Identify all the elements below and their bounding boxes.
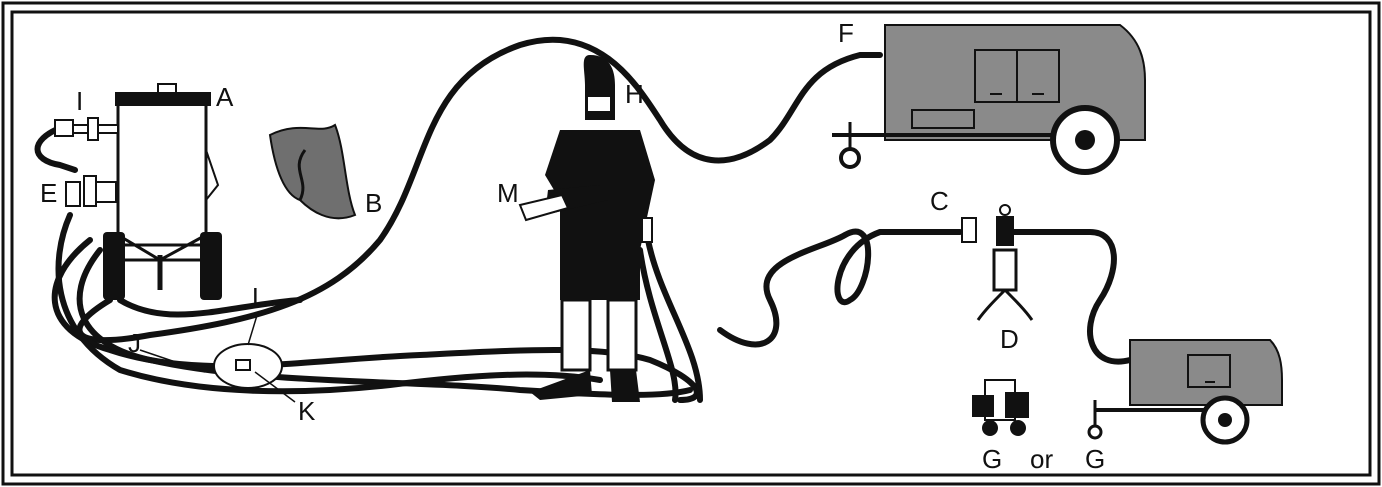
label-l: L <box>252 282 266 312</box>
coupling-assembly <box>213 343 283 389</box>
operator-leg-right <box>606 298 638 372</box>
compressor-small-jack-wheel <box>1087 424 1103 440</box>
blast-pot <box>103 83 222 300</box>
operator-figure <box>518 55 655 402</box>
filter-legs <box>976 288 1034 321</box>
breathing-valve <box>641 217 653 243</box>
operator-hose-2 <box>637 247 679 403</box>
label-f: F <box>838 18 854 48</box>
pot-wheel-right <box>200 232 222 300</box>
pot-body <box>116 98 208 247</box>
compressor-large-panel <box>911 109 975 129</box>
hood-window <box>588 97 610 111</box>
compressor-small-hub <box>1218 413 1232 427</box>
pot-lid <box>115 92 211 106</box>
compressor-large-jack-wheel <box>839 147 861 169</box>
pot-fill-cap <box>157 83 177 94</box>
label-m: M <box>497 178 519 208</box>
air-filter-stand <box>961 204 1034 321</box>
label-g-portable: G <box>982 444 1002 474</box>
separator-gauge <box>95 181 117 203</box>
control-line-loop <box>55 212 603 395</box>
gloves-shape <box>268 123 357 220</box>
label-d: D <box>1000 324 1019 354</box>
inner-frame <box>10 10 1372 477</box>
valve-body <box>54 119 74 137</box>
filter-head <box>996 216 1014 246</box>
operator-boot-left <box>530 370 592 400</box>
leader-l <box>247 311 259 346</box>
portable-wheel-left <box>982 420 998 436</box>
operator-leg-left <box>560 298 592 372</box>
separator-filter <box>83 175 97 207</box>
compressor-small-door <box>1187 354 1231 388</box>
blast-hose-loop-2 <box>76 247 693 398</box>
pot-outlet-hose <box>117 297 303 318</box>
label-h: H <box>625 79 644 109</box>
portable-motor-right <box>1005 392 1029 418</box>
air-supply-hose <box>76 36 883 344</box>
operator-body <box>545 130 655 300</box>
compressor-portable <box>972 379 1029 436</box>
filter-to-compressor-hose <box>1007 229 1133 365</box>
moisture-separator <box>65 175 117 207</box>
separator-body <box>65 181 81 207</box>
operator-boot-right <box>610 370 640 402</box>
portable-motor-left <box>972 395 994 417</box>
pot-air-line <box>34 125 78 173</box>
label-k: K <box>298 396 316 426</box>
compressor-large <box>832 24 1146 175</box>
pot-wheel-left <box>103 232 125 300</box>
filter-bowl <box>992 248 1018 292</box>
leader-j <box>139 349 206 373</box>
label-c: C <box>930 186 949 216</box>
leader-lines <box>139 311 296 403</box>
portable-wheel-right <box>1010 420 1026 436</box>
hoses <box>34 36 1133 403</box>
label-e: E <box>40 178 57 208</box>
label-g-trailer: G <box>1085 444 1105 474</box>
operator-hose-1 <box>645 237 703 403</box>
label-a: A <box>216 82 234 112</box>
gloves-fold <box>297 149 307 201</box>
label-i: I <box>76 86 83 116</box>
pot-handle <box>205 149 220 201</box>
gloves-item <box>268 123 357 220</box>
valve-assembly <box>54 117 119 141</box>
filter-valve <box>961 217 977 243</box>
label-or: or <box>1030 444 1053 474</box>
coupling-fitting <box>235 359 251 371</box>
filter-gauge <box>999 204 1011 216</box>
compressor-small-body <box>1129 339 1283 406</box>
labels: A B C D E F G or G H I J K L M <box>40 18 1105 474</box>
compressor-large-hub <box>1075 130 1095 150</box>
label-j: J <box>128 328 141 358</box>
label-b: B <box>365 188 382 218</box>
compressor-air-hose <box>717 228 963 348</box>
compressor-small <box>1087 339 1283 445</box>
leader-k <box>254 371 296 403</box>
compressor-large-door-right <box>1016 49 1060 103</box>
blast-nozzle-icon <box>518 193 570 222</box>
blast-hose-loop-1 <box>51 237 700 403</box>
valve-handle <box>87 117 99 141</box>
